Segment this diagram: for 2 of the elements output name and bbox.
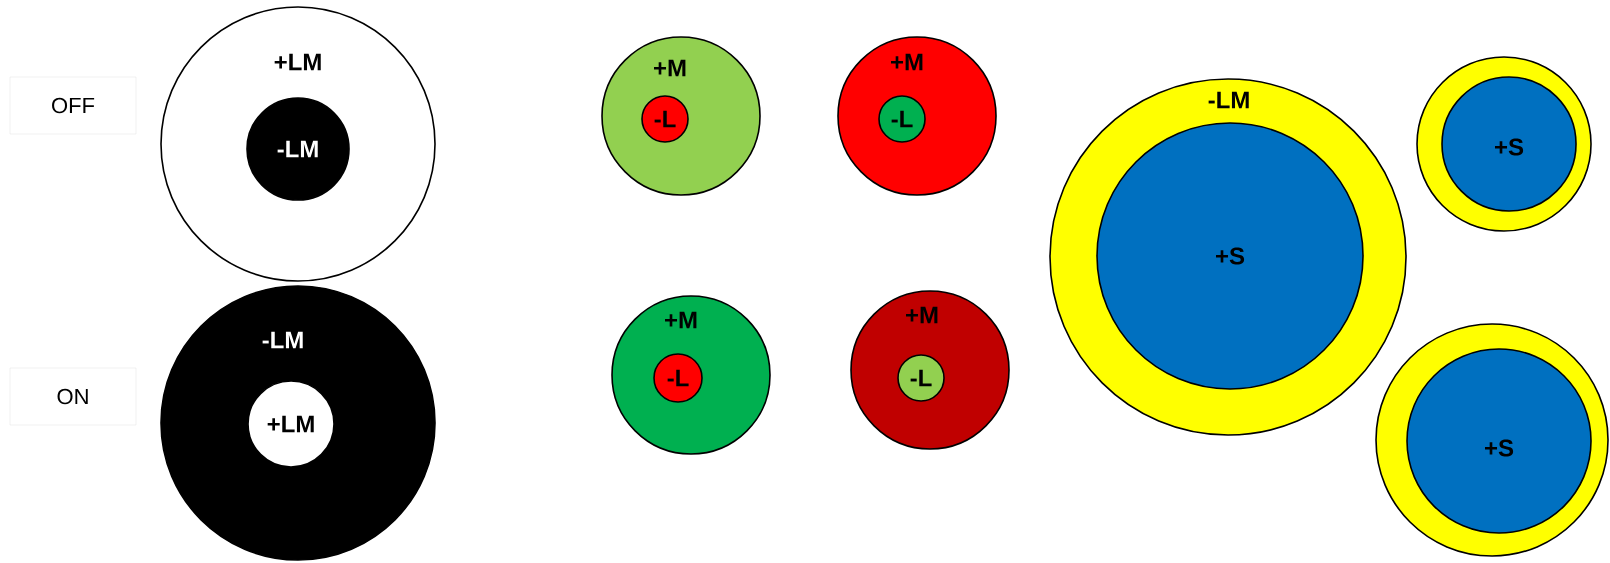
label-box: ON [9, 367, 137, 426]
label-box: OFF [9, 76, 137, 135]
